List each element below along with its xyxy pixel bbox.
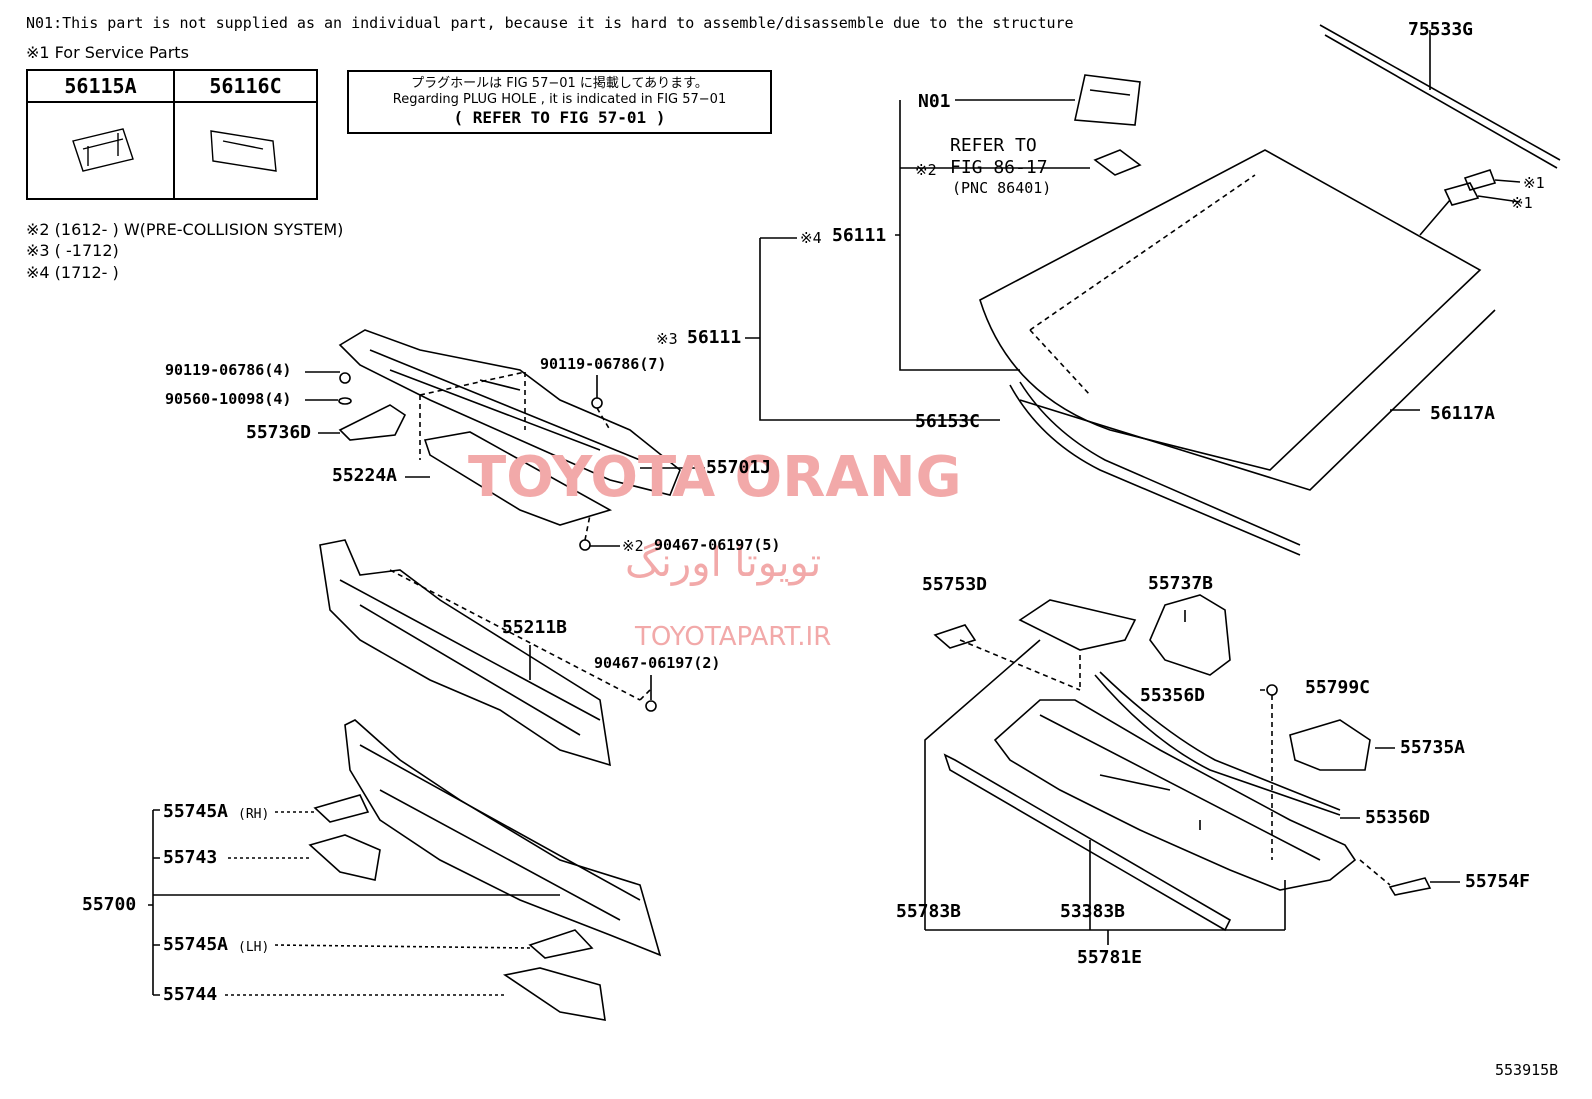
label-55754f: 55754F (1465, 871, 1531, 892)
part-bracket-55736d (338, 404, 407, 441)
label-55737b: 55737B (1148, 573, 1214, 594)
label-56117a: 56117A (1430, 403, 1496, 424)
part-55753d (933, 624, 977, 649)
label-55753d: 55753D (922, 574, 988, 595)
service-table-divider (173, 71, 175, 198)
clip-56115a-drawing (72, 128, 134, 172)
part-bolt (339, 372, 351, 384)
label-mark1-b: ※1 (1511, 194, 1533, 212)
label-90467-2: 90467-06197(2) (594, 654, 721, 672)
part-clip-2 (1443, 182, 1480, 206)
part-seal-53383b (943, 753, 1232, 932)
label-rh: (RH) (238, 807, 270, 822)
label-mark4: ※4 (800, 229, 822, 247)
label-55736d: 55736D (246, 422, 312, 443)
part-cowl-louver-55781e (993, 699, 1357, 891)
part-cowl-center-55753d (1018, 599, 1137, 651)
label-90467-5: 90467-06197(5) (654, 536, 781, 554)
label-75533g: 75533G (1408, 19, 1474, 40)
n01-note: N01:This part is not supplied as an indi… (26, 14, 1074, 32)
part-55745a-rh (313, 794, 370, 823)
clip-56116c-drawing (210, 130, 277, 172)
label-55745a-rh: 55745A (163, 801, 229, 822)
part-55737b (1149, 594, 1231, 676)
label-55735a: 55735A (1400, 737, 1466, 758)
plug-box-japanese: プラグホールは FIG 57−01 に掲載してあります。 (411, 76, 708, 91)
label-55356d-a: 55356D (1140, 685, 1206, 706)
part-n01-bracket (1074, 74, 1141, 126)
label-90119-7: 90119-06786(7) (540, 355, 667, 373)
part-55744 (502, 967, 606, 1021)
windshield-inner-dashed (1029, 174, 1256, 396)
label-lh: (LH) (238, 940, 270, 955)
label-refer-to: REFER TO (950, 135, 1037, 156)
label-55783b: 55783B (896, 901, 962, 922)
label-90560-4: 90560-10098(4) (165, 390, 292, 408)
label-55700: 55700 (82, 894, 137, 915)
label-90119-4: 90119-06786(4) (165, 361, 292, 379)
label-mark2-b: ※2 (622, 537, 644, 555)
part-55356d-upper (1094, 671, 1341, 816)
note-mark2: ※2 (1612- ) W(PRE-COLLISION SYSTEM) (26, 220, 344, 239)
plug-box-refer: ( REFER TO FIG 57-01 ) (453, 108, 666, 127)
label-55224a: 55224A (332, 465, 398, 486)
label-55799c: 55799C (1305, 677, 1371, 698)
service-table-col1: 56115A (28, 71, 173, 103)
label-n01: N01 (918, 91, 951, 112)
note-mark3: ※3 ( -1712) (26, 241, 119, 260)
label-53383b: 53383B (1060, 901, 1126, 922)
part-55735a (1289, 719, 1371, 771)
label-56111-a: 56111 (832, 225, 887, 246)
plug-hole-reference-box: プラグホールは FIG 57−01 に掲載してあります。 Regarding P… (347, 70, 772, 134)
label-pnc: (PNC 86401) (952, 179, 1052, 197)
leader-lines-cowl (924, 610, 1460, 945)
part-seal-55224a (423, 431, 613, 526)
part-cowl-top-55701j (338, 329, 681, 496)
label-55743: 55743 (163, 847, 218, 868)
label-56153c: 56153C (915, 411, 981, 432)
moulding-56153c (1009, 381, 1301, 556)
moulding-75533g (1319, 24, 1561, 169)
leader-lines-dash (148, 809, 560, 996)
service-table-col2: 56116C (175, 71, 316, 103)
leader-lines-cowl-top (305, 371, 705, 700)
part-sensor-cover (1093, 149, 1142, 176)
part-dash-panel-55700 (344, 719, 662, 957)
watermark-main: TOYOTA ORANG (468, 445, 962, 510)
label-55781e: 55781E (1077, 947, 1143, 968)
leader-lines-glass (745, 30, 1521, 421)
part-55743 (308, 834, 381, 881)
part-55754f (1388, 877, 1432, 896)
part-clip-90467-2 (645, 700, 657, 712)
plug-box-english: Regarding PLUG HOLE , it is indicated in… (392, 92, 727, 107)
service-table-illustrations (72, 128, 277, 172)
label-mark3: ※3 (656, 330, 678, 348)
moulding-56117a (1019, 309, 1496, 491)
note-mark4: ※4 (1712- ) (26, 263, 119, 282)
watermark-site: TOYOTAPART.IR (635, 622, 832, 652)
figure-code: 553915B (1495, 1061, 1559, 1079)
service-parts-table: 56115A 56116C (26, 69, 318, 200)
label-55356d-b: 55356D (1365, 807, 1431, 828)
label-56111-b: 56111 (687, 327, 742, 348)
part-clip-1 (1463, 169, 1497, 191)
label-55745a-lh: 55745A (163, 934, 229, 955)
windshield-glass-outline (979, 149, 1482, 471)
label-mark1-a: ※1 (1523, 174, 1545, 192)
label-mark2-fig: ※2 (915, 161, 937, 179)
part-55745a-lh (528, 929, 594, 959)
part-bolt-2 (591, 397, 603, 409)
label-55744: 55744 (163, 984, 218, 1005)
part-clip-90467-5 (579, 539, 591, 551)
part-55799c-clip (1266, 684, 1278, 696)
label-55701j: 55701J (706, 457, 772, 478)
part-panel-55211b (319, 539, 611, 767)
watermark-farsi: تویوتا اورنگ (625, 540, 822, 586)
label-fig-86-17: FIG 86-17 (950, 157, 1048, 178)
service-parts-note: ※1 For Service Parts (26, 43, 189, 62)
label-55211b: 55211B (502, 617, 568, 638)
part-washer (338, 397, 352, 405)
